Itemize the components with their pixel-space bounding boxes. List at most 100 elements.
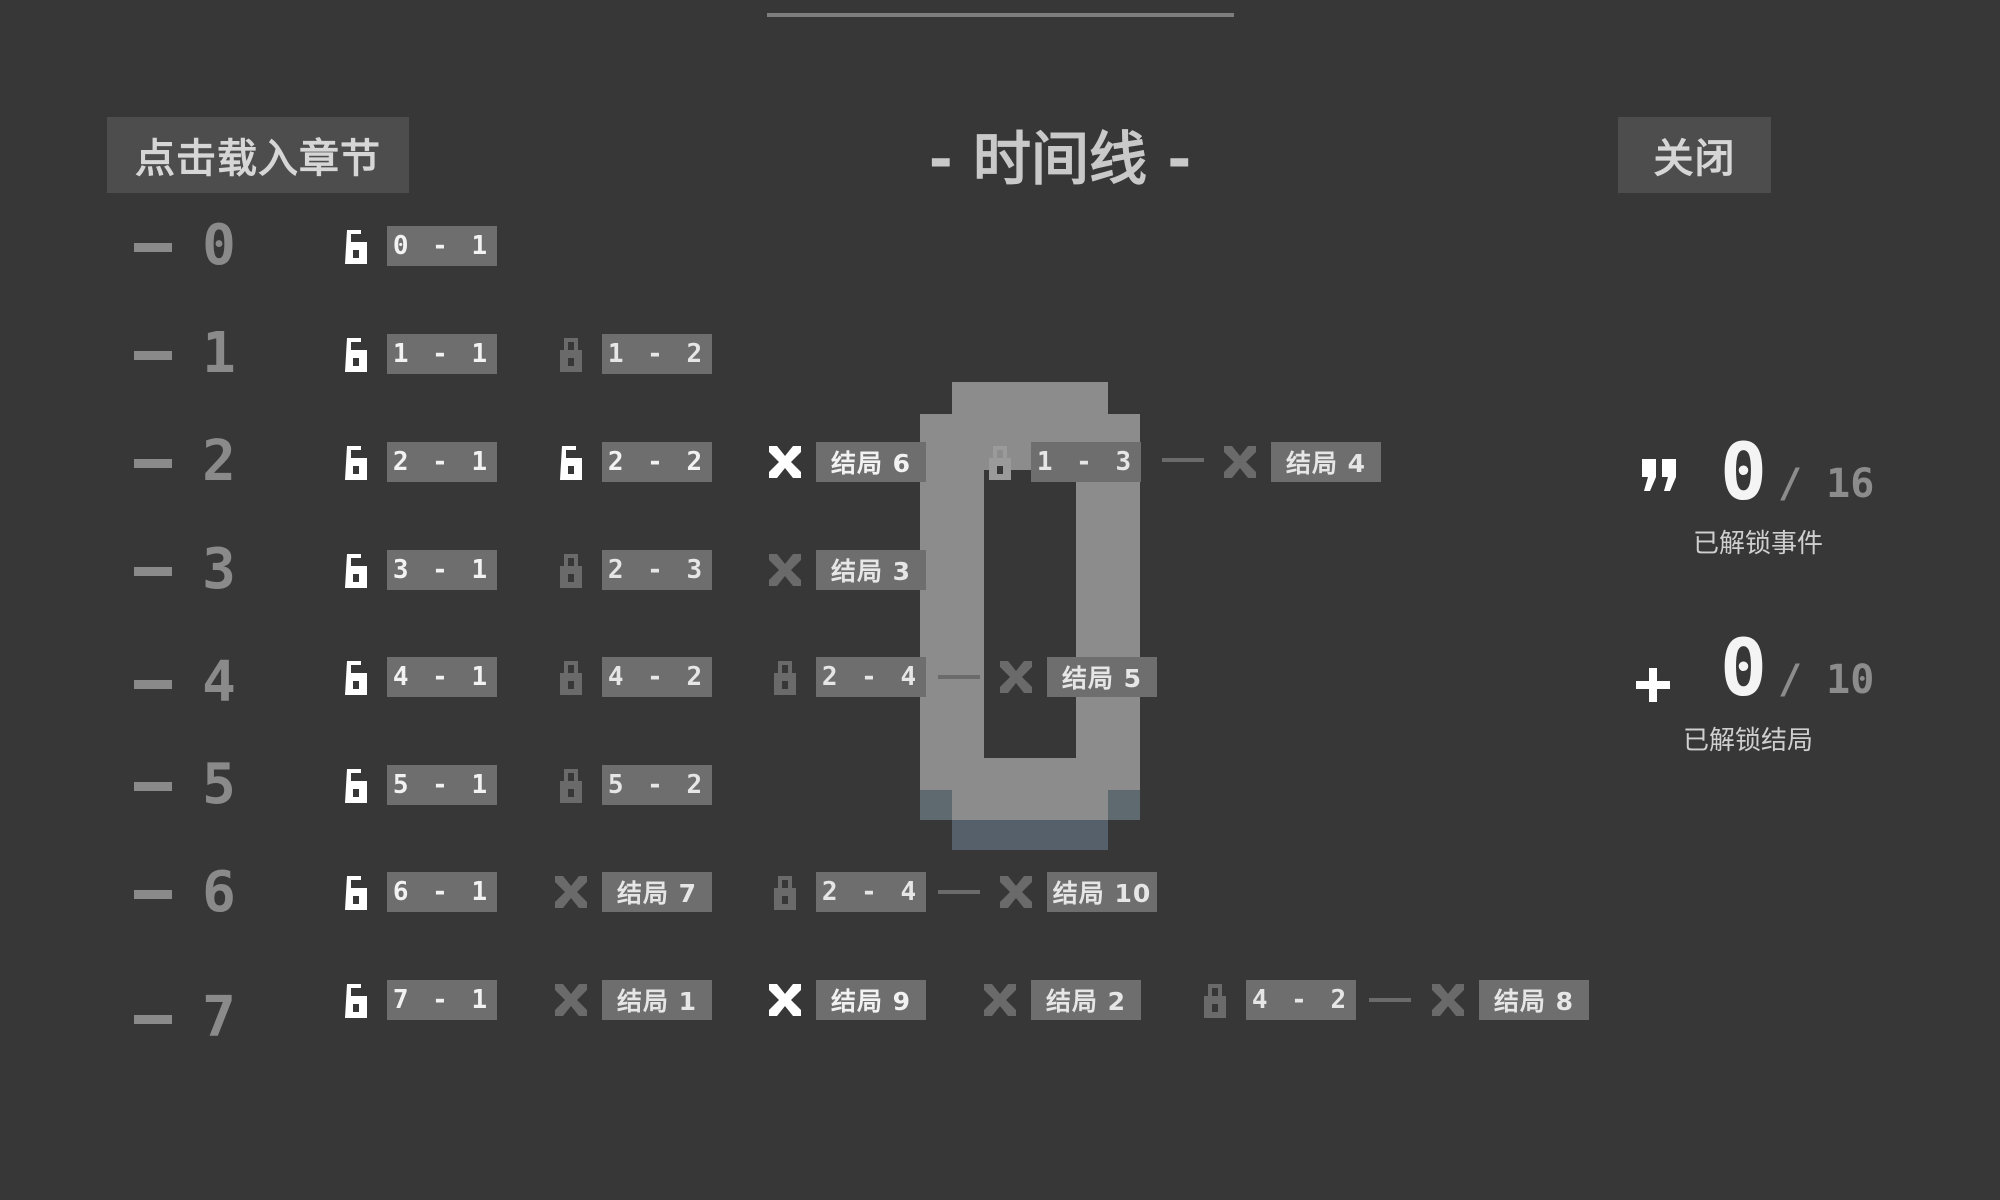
chapter-label: 4 - 2	[602, 657, 712, 697]
unlocked-lock-icon	[336, 765, 376, 805]
chapter-label: 1 - 2	[602, 334, 712, 374]
ending-label: 结局 4	[1271, 442, 1381, 482]
row-number: 3	[202, 537, 236, 602]
ending-node[interactable]: 结局 5	[996, 657, 1157, 697]
row-dash-1	[134, 351, 172, 360]
chapter-node[interactable]: 2 - 1	[336, 442, 497, 482]
x-mark-icon	[996, 872, 1036, 912]
row-dash-3	[134, 567, 172, 576]
row-number: 2	[202, 429, 236, 494]
ending-label: 结局 2	[1031, 980, 1141, 1020]
x-mark-icon	[765, 442, 805, 482]
chapter-node[interactable]: 6 - 1	[336, 872, 497, 912]
chapter-label: 2 - 3	[602, 550, 712, 590]
ending-node[interactable]: 结局 4	[1220, 442, 1381, 482]
chapter-node[interactable]: 4 - 1	[336, 657, 497, 697]
unlocked-lock-icon	[336, 550, 376, 590]
chapter-node[interactable]: 2 - 4	[765, 657, 926, 697]
row-number: 5	[202, 752, 236, 817]
unlocked-lock-icon	[336, 334, 376, 374]
connector-line	[938, 675, 980, 679]
chapter-label: 2 - 4	[816, 657, 926, 697]
chapter-node[interactable]: 1 - 2	[551, 334, 712, 374]
unlocked-lock-icon	[336, 226, 376, 266]
quote-icon	[1640, 455, 1680, 495]
unlocked-lock-icon	[336, 872, 376, 912]
plus-icon	[1634, 666, 1672, 704]
endings-unlocked-count: 0	[1720, 624, 1767, 714]
endings-total: / 10	[1778, 657, 1875, 703]
x-mark-icon	[551, 980, 591, 1020]
ending-label: 结局 3	[816, 550, 926, 590]
chapter-label: 1 - 1	[387, 334, 497, 374]
ending-label: 结局 5	[1047, 657, 1157, 697]
chapter-label: 1 - 3	[1031, 442, 1141, 482]
events-label: 已解锁事件	[1693, 529, 1824, 559]
unlocked-lock-icon	[551, 442, 591, 482]
row-number: 7	[202, 985, 236, 1050]
locked-lock-icon	[765, 657, 805, 697]
ending-label: 结局 7	[602, 872, 712, 912]
row-number: 1	[202, 321, 236, 386]
page-title: - 时间线 -	[928, 125, 1192, 193]
chapter-node[interactable]: 2 - 4	[765, 872, 926, 912]
ending-node[interactable]: 结局 3	[765, 550, 926, 590]
row-dash-2	[134, 459, 172, 468]
ending-node[interactable]: 结局 6	[765, 442, 926, 482]
locked-lock-icon	[551, 765, 591, 805]
chapter-node[interactable]: 3 - 1	[336, 550, 497, 590]
connector-line	[1369, 998, 1411, 1002]
connector-line	[1162, 458, 1204, 462]
chapter-label: 2 - 4	[816, 872, 926, 912]
row-dash-6	[134, 890, 172, 899]
x-mark-icon	[996, 657, 1036, 697]
chapter-label: 6 - 1	[387, 872, 497, 912]
chapter-label: 4 - 2	[1246, 980, 1356, 1020]
chapter-label: 5 - 1	[387, 765, 497, 805]
x-mark-icon	[1428, 980, 1468, 1020]
ending-node[interactable]: 结局 7	[551, 872, 712, 912]
row-number: 4	[202, 650, 236, 715]
chapter-label: 3 - 1	[387, 550, 497, 590]
x-mark-icon	[551, 872, 591, 912]
chapter-label: 5 - 2	[602, 765, 712, 805]
chapter-node[interactable]: 4 - 2	[1195, 980, 1356, 1020]
chapter-label: 4 - 1	[387, 657, 497, 697]
ending-label: 结局 8	[1479, 980, 1589, 1020]
unlocked-lock-icon	[336, 657, 376, 697]
ending-label: 结局 1	[602, 980, 712, 1020]
chapter-node[interactable]: 0 - 1	[336, 226, 497, 266]
ending-node[interactable]: 结局 10	[996, 872, 1157, 912]
chapter-node[interactable]: 5 - 2	[551, 765, 712, 805]
chapter-node[interactable]: 2 - 3	[551, 550, 712, 590]
close-button[interactable]: 关闭	[1618, 117, 1771, 193]
x-mark-icon	[1220, 442, 1260, 482]
ending-label: 结局 6	[816, 442, 926, 482]
x-mark-icon	[765, 980, 805, 1020]
locked-lock-icon	[551, 657, 591, 697]
chapter-node[interactable]: 1 - 1	[336, 334, 497, 374]
locked-lock-icon	[980, 442, 1020, 482]
locked-lock-icon	[765, 872, 805, 912]
row-dash-0	[134, 243, 172, 252]
ending-node[interactable]: 结局 9	[765, 980, 926, 1020]
x-mark-icon	[980, 980, 1020, 1020]
chapter-node[interactable]: 1 - 3	[980, 442, 1141, 482]
chapter-node[interactable]: 7 - 1	[336, 980, 497, 1020]
ending-node[interactable]: 结局 1	[551, 980, 712, 1020]
chapter-label: 2 - 2	[602, 442, 712, 482]
ending-node[interactable]: 结局 8	[1428, 980, 1589, 1020]
chapter-node[interactable]: 5 - 1	[336, 765, 497, 805]
chapter-label: 0 - 1	[387, 226, 497, 266]
events-total: / 16	[1778, 461, 1875, 507]
top-handle-bar[interactable]	[767, 13, 1234, 17]
row-number: 0	[202, 213, 236, 278]
chapter-label: 7 - 1	[387, 980, 497, 1020]
ending-node[interactable]: 结局 2	[980, 980, 1141, 1020]
chapter-node[interactable]: 4 - 2	[551, 657, 712, 697]
ending-label: 结局 10	[1047, 872, 1157, 912]
row-dash-5	[134, 782, 172, 791]
events-unlocked-count: 0	[1720, 428, 1767, 518]
chapter-node[interactable]: 2 - 2	[551, 442, 712, 482]
load-chapter-button[interactable]: 点击载入章节	[107, 117, 409, 193]
